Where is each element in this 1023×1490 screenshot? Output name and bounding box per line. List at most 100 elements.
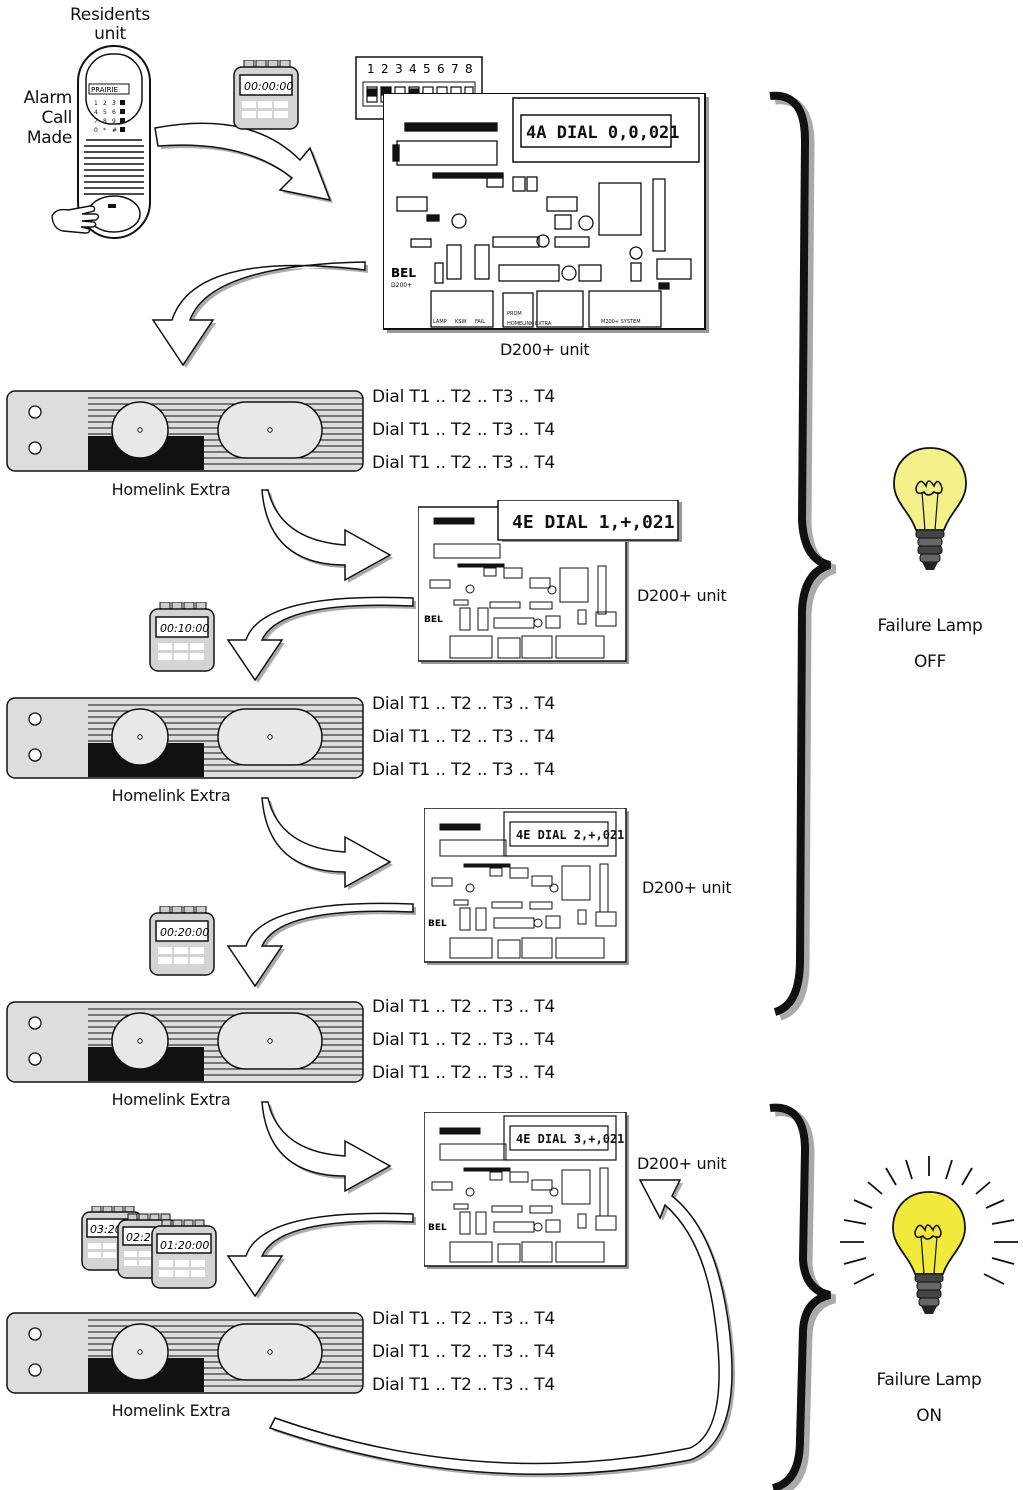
stack-timer-0: 03:20 — [90, 1223, 122, 1236]
alarm-line1: Alarm — [23, 88, 72, 108]
d200-2-label: D200+ unit — [637, 586, 727, 605]
svg-text:0: 0 — [94, 127, 98, 134]
d200-1-system: M200+ SYSTEM — [601, 319, 641, 325]
lamp-on-line2: ON — [916, 1406, 942, 1426]
d200-4-brand: BEL — [428, 1223, 447, 1233]
svg-text:3: 3 — [112, 100, 116, 107]
alarm-line3: Made — [26, 128, 72, 148]
svg-text:1: 1 — [94, 100, 98, 107]
svg-text:9: 9 — [112, 118, 116, 125]
homelink-2-dial-lines: Dial T1 .. T2 .. T3 .. T4 Dial T1 .. T2 … — [372, 688, 555, 787]
homelink-3-label: Homelink Extra — [111, 1090, 231, 1109]
lamp-on-glass — [892, 1191, 966, 1275]
homelink-extra-2 — [6, 697, 364, 779]
residents-title-line1: Residents — [70, 5, 150, 25]
lamp-off-line1: Failure Lamp — [877, 616, 983, 636]
homelink-2-label: Homelink Extra — [111, 786, 231, 805]
dip-num-4: 4 — [409, 62, 417, 76]
homelink-4-dial-line-3: Dial T1 .. T2 .. T3 .. T4 — [372, 1375, 556, 1395]
d200-1-lamp: LAMP — [433, 319, 447, 325]
d200-3-label: D200+ unit — [642, 878, 732, 897]
dip-num-8: 8 — [465, 62, 473, 76]
svg-text:6: 6 — [112, 109, 116, 116]
lamp-on-line1: Failure Lamp — [876, 1370, 982, 1390]
timer-2-text: 00:20:00 — [160, 926, 209, 939]
homelink-4-dial-line-1: Dial T1 .. T2 .. T3 .. T4 — [372, 1309, 556, 1329]
d200-1-fail: FAIL — [475, 319, 485, 325]
lamp-off-glass — [893, 447, 967, 531]
d200-unit-3: 4E DIAL 2,+,021 BEL — [424, 808, 629, 965]
dip-num-5: 5 — [423, 62, 431, 76]
failure-lamp-on-label: Failure Lamp ON — [866, 1362, 992, 1434]
dip-num-1: 1 — [367, 62, 375, 76]
homelink-3-dial-lines: Dial T1 .. T2 .. T3 .. T4 Dial T1 .. T2 … — [372, 991, 555, 1090]
d200-1-prom: PROM — [507, 311, 522, 317]
arrow-resident-to-d200 — [154, 122, 333, 203]
svg-text:#: # — [112, 127, 117, 134]
failure-lamp-off-bulb — [893, 447, 967, 570]
d200-unit-4: 4E DIAL 3,+,021 BEL — [424, 1112, 629, 1269]
homelink-1-label: Homelink Extra — [111, 480, 231, 499]
homelink-2-dial-line-2: Dial T1 .. T2 .. T3 .. T4 — [372, 727, 556, 747]
stack-timer-1: 02:20 — [126, 1231, 158, 1244]
homelink-1-dial-lines: Dial T1 .. T2 .. T3 .. T4 Dial T1 .. T2 … — [372, 381, 555, 480]
svg-text:2: 2 — [103, 100, 107, 107]
alarm-line2: Call — [41, 108, 72, 128]
homelink-extra-4 — [6, 1312, 364, 1394]
d200-2-lcd: 4E DIAL 1,+,021 — [512, 512, 675, 533]
homelink-2-dial-line-3: Dial T1 .. T2 .. T3 .. T4 — [372, 760, 556, 780]
d200-1-homelink-extra: HOMELINK EXTRA — [507, 321, 552, 327]
homelink-1-dial-line-2: Dial T1 .. T2 .. T3 .. T4 — [372, 420, 556, 440]
d200-1-lcd: 4A DIAL 0,0,021 — [526, 123, 680, 143]
homelink-3-dial-line-1: Dial T1 .. T2 .. T3 .. T4 — [372, 997, 556, 1017]
arrow-retry-loop — [268, 1179, 736, 1478]
homelink-4-dial-lines: Dial T1 .. T2 .. T3 .. T4 Dial T1 .. T2 … — [372, 1303, 555, 1402]
brace-lamp-on — [769, 1103, 837, 1490]
failure-lamp-off-label: Failure Lamp OFF — [868, 608, 992, 680]
timer-1: 00:10:00 — [149, 602, 215, 672]
homelink-4-label: Homelink Extra — [111, 1401, 231, 1420]
failure-lamp-on-bulb — [840, 1156, 1018, 1314]
arrow-d200-3-to-homelink-3 — [226, 902, 416, 989]
arrow-homelink-1-to-d200-2 — [261, 489, 393, 583]
d200-unit-2: 4E DIAL 1,+,021 BEL — [418, 500, 682, 664]
dip-num-6: 6 — [437, 62, 445, 76]
dip-num-3: 3 — [395, 62, 403, 76]
timer-2: 00:20:00 — [149, 906, 215, 976]
d200-3-lcd: 4E DIAL 2,+,021 — [516, 828, 624, 842]
timer-0-text: 00:00:00 — [244, 80, 293, 93]
d200-2-brand: BEL — [424, 615, 443, 625]
homelink-3-dial-line-3: Dial T1 .. T2 .. T3 .. T4 — [372, 1063, 556, 1083]
homelink-4-dial-line-2: Dial T1 .. T2 .. T3 .. T4 — [372, 1342, 556, 1362]
svg-text:4: 4 — [94, 109, 98, 116]
arrow-homelink-3-to-d200-4 — [261, 1101, 393, 1194]
arrow-d200-2-to-homelink-2 — [226, 596, 416, 683]
homelink-1-dial-line-3: Dial T1 .. T2 .. T3 .. T4 — [372, 453, 556, 473]
d200-3-brand: BEL — [428, 919, 447, 929]
residents-title-line2: unit — [94, 24, 126, 44]
brace-lamp-off — [769, 91, 837, 1021]
svg-text:7: 7 — [94, 118, 98, 125]
dip-num-2: 2 — [381, 62, 389, 76]
timer-3-text: 01:20:00 — [160, 1239, 209, 1252]
arrow-d200-4-to-homelink-4 — [226, 1212, 416, 1299]
arrow-homelink-2-to-d200-3 — [261, 797, 393, 890]
homelink-3-dial-line-2: Dial T1 .. T2 .. T3 .. T4 — [372, 1030, 556, 1050]
dip-num-7: 7 — [451, 62, 459, 76]
timer-stack-front: 01:20:00 — [151, 1219, 217, 1289]
svg-text:*: * — [103, 127, 106, 134]
homelink-1-dial-line-1: Dial T1 .. T2 .. T3 .. T4 — [372, 387, 556, 407]
homelink-extra-3 — [6, 1001, 364, 1083]
d200-1-label: D200+ unit — [500, 340, 590, 359]
d200-1-ksw: KSW — [455, 319, 466, 325]
residents-screen-text: PRAIRIE — [91, 86, 118, 94]
d200-4-lcd: 4E DIAL 3,+,021 — [516, 1132, 624, 1146]
d200-1-model: D200+ — [391, 282, 412, 289]
d200-unit-1: 4A DIAL 0,0,021 BEL D200+ — [383, 93, 709, 333]
lamp-off-line2: OFF — [913, 652, 947, 672]
timer-stack: 03:20 02:20 01:20:00 — [81, 1206, 217, 1289]
d200-4-label: D200+ unit — [637, 1154, 727, 1173]
residents-unit-title: Residents unit — [60, 6, 160, 44]
